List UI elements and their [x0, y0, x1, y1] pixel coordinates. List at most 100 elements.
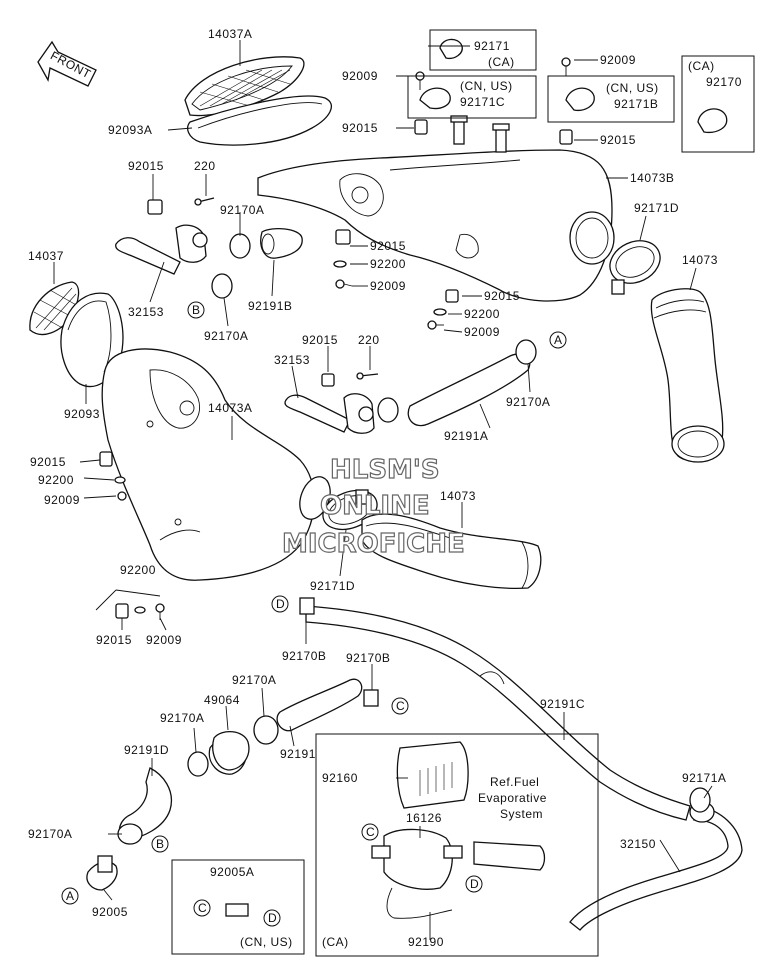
elbow-right — [650, 288, 725, 463]
label-92191: 92191 — [280, 747, 316, 761]
ref-b: B — [156, 837, 165, 851]
label-cn-us: (CN, US) — [606, 81, 659, 95]
fitting-92005 — [86, 855, 118, 891]
duct-lower-middle — [322, 489, 542, 590]
label-220: 220 — [194, 159, 216, 173]
label-92170A: 92170A — [232, 673, 276, 687]
label-32153: 32153 — [128, 305, 164, 319]
label-92015: 92015 — [342, 121, 378, 135]
label-92005A: 92005A — [210, 865, 254, 879]
watermark: HLSM'S ONLINE MICROFICHE — [281, 454, 465, 559]
watermark-line-1: HLSM'S — [330, 455, 440, 485]
label-92015: 92015 — [96, 633, 132, 647]
clip-box-ca-2 — [681, 55, 755, 153]
ref-a: A — [66, 889, 75, 903]
clip-box-cnus-2 — [547, 75, 675, 123]
clamp-right — [609, 240, 661, 295]
label-92170A: 92170A — [506, 395, 550, 409]
label-92191A: 92191A — [444, 429, 488, 443]
label-14073A: 14073A — [208, 401, 252, 415]
front-arrow: FRONT — [37, 40, 97, 87]
label-92170A: 92170A — [160, 711, 204, 725]
label-49064: 49064 — [204, 693, 240, 707]
label-92005: 92005 — [92, 905, 128, 919]
label-14073: 14073 — [440, 489, 476, 503]
label-92170: 92170 — [706, 75, 742, 89]
label-14073B: 14073B — [630, 171, 674, 185]
nipples-upper — [450, 115, 510, 153]
label-92015: 92015 — [128, 159, 164, 173]
filter-49064 — [212, 731, 250, 771]
ref-b: B — [192, 303, 201, 317]
air-duct-upper-left — [184, 56, 332, 146]
part-labels: 14037A 92093A 92015 220 92170A 14037 321… — [28, 27, 742, 949]
ref-d: D — [470, 877, 479, 891]
label-92009: 92009 — [600, 53, 636, 67]
label-92171D: 92171D — [634, 201, 679, 215]
label-cn-us: (CN, US) — [460, 79, 513, 93]
ref-d: D — [276, 597, 285, 611]
label-92171A: 92171A — [682, 771, 726, 785]
label-92009: 92009 — [44, 493, 80, 507]
watermark-line-2: ONLINE — [320, 491, 430, 521]
label-92015: 92015 — [302, 333, 338, 347]
label-92170A: 92170A — [28, 827, 72, 841]
label-92009: 92009 — [464, 325, 500, 339]
label-92009: 92009 — [342, 69, 378, 83]
label-92015: 92015 — [484, 289, 520, 303]
box-ca-valve — [315, 733, 599, 957]
hose-middle — [284, 339, 537, 434]
label-ca: (CA) — [322, 935, 349, 949]
label-92170A: 92170A — [204, 329, 248, 343]
label-cn-us: (CN, US) — [240, 935, 293, 949]
label-92171B: 92171B — [614, 97, 658, 111]
reference-markers: A B D C B A C D C D — [61, 301, 567, 927]
label-32150: 32150 — [620, 837, 656, 851]
label-92171D: 92171D — [310, 579, 355, 593]
leader-lines — [53, 40, 713, 940]
label-14073: 14073 — [682, 253, 718, 267]
label-ca: (CA) — [488, 55, 515, 69]
label-92160: 92160 — [322, 771, 358, 785]
small-hardware — [99, 57, 573, 620]
label-16126: 16126 — [406, 811, 442, 825]
label-92191D: 92191D — [124, 743, 169, 757]
watermark-line-3: MICROFICHE — [282, 529, 465, 559]
clamp-92171a — [689, 787, 711, 813]
hose-upper-left — [115, 224, 303, 299]
label-92191C: 92191C — [540, 697, 585, 711]
label-14037: 14037 — [28, 249, 64, 263]
hose-32150 — [569, 801, 743, 931]
label-ca: (CA) — [688, 59, 715, 73]
label-evaporative: Evaporative — [478, 791, 547, 805]
label-92009: 92009 — [370, 279, 406, 293]
label-92015: 92015 — [370, 239, 406, 253]
label-92009: 92009 — [146, 633, 182, 647]
label-220: 220 — [358, 333, 380, 347]
ref-a: A — [554, 333, 563, 347]
box-92005a — [171, 859, 305, 955]
label-92093A: 92093A — [108, 123, 152, 137]
label-92200: 92200 — [38, 473, 74, 487]
label-92190: 92190 — [408, 935, 444, 949]
label-92200: 92200 — [120, 563, 156, 577]
label-92171: 92171 — [474, 39, 510, 53]
label-92170B: 92170B — [282, 649, 326, 663]
label-92015: 92015 — [30, 455, 66, 469]
ref-c: C — [366, 825, 375, 839]
ref-c: C — [198, 901, 207, 915]
label-ref-fuel: Ref.Fuel — [490, 775, 539, 789]
label-92170A: 92170A — [220, 203, 264, 217]
label-92200: 92200 — [464, 307, 500, 321]
label-92015: 92015 — [600, 133, 636, 147]
air-box-upper — [257, 149, 615, 302]
label-14037A: 14037A — [208, 27, 252, 41]
label-92093: 92093 — [64, 407, 100, 421]
clips-92170b — [299, 597, 379, 707]
label-92170B: 92170B — [346, 651, 390, 665]
label-92171C: 92171C — [460, 95, 505, 109]
clip-box-cnus-1 — [407, 75, 537, 119]
label-system: System — [500, 807, 543, 821]
